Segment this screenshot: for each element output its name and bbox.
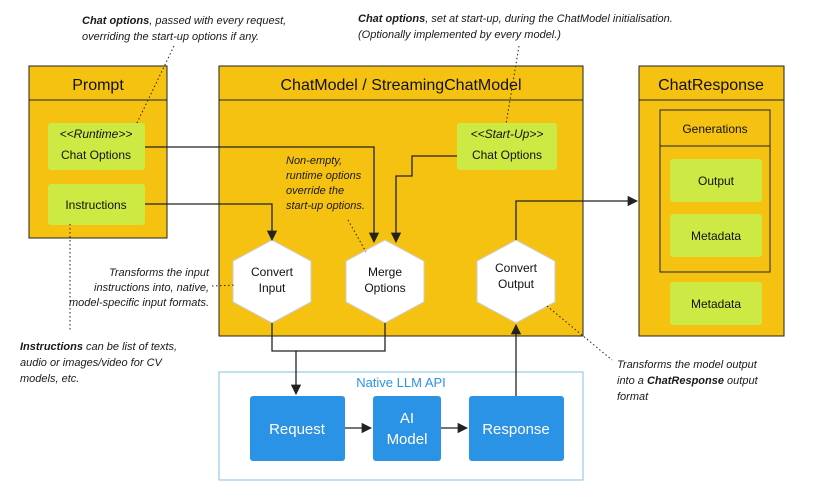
override-note: Non-empty, runtime options override the … <box>286 155 365 212</box>
instructions-annotation: Instructions can be list of texts, audio… <box>20 341 177 385</box>
prompt-title: Prompt <box>72 77 124 94</box>
chatresponse-panel: ChatResponse Generations Output Metadata… <box>638 65 785 337</box>
startup-leader <box>505 45 520 125</box>
connectors <box>145 146 639 434</box>
merge-options-line-1: Merge <box>368 265 402 279</box>
chatmodel-title: ChatModel / StreamingChatModel <box>280 77 521 94</box>
runtime-to-merge-arrow <box>145 146 380 244</box>
transform-output-line-3: format <box>617 391 649 403</box>
startup-annotation-bold: Chat options <box>358 13 425 25</box>
instructions-annotation-bold: Instructions <box>20 341 83 353</box>
ai-model-box <box>373 396 441 461</box>
convert-to-request-arrow <box>271 323 302 396</box>
prompt-chat-options: <<Runtime>> Chat Options <box>48 123 145 170</box>
generations-title: Generations <box>682 122 747 136</box>
convert-output-line-2: Output <box>498 277 535 291</box>
convert-input-line-1: Convert <box>251 265 294 279</box>
transform-output-post: output <box>724 375 759 387</box>
convert-output-line-1: Convert <box>495 261 538 275</box>
prompt-panel: Prompt <<Runtime>> Chat Options Instruct… <box>28 65 168 239</box>
runtime-annotation-rest: , passed with every request, <box>149 15 286 27</box>
annotation-leaders <box>69 45 613 361</box>
startup-to-merge-arrow <box>390 155 457 244</box>
runtime-annotation: Chat options, passed with every request,… <box>82 15 286 43</box>
transform-output-annotation: Transforms the model output into a ChatR… <box>617 359 759 403</box>
convert-output-to-response-arrow <box>515 195 639 240</box>
instructions-annotation-rest: can be list of texts, <box>83 341 177 353</box>
generation-metadata-box <box>670 214 762 257</box>
native-api-panel: Native LLM API Request AI Model Response <box>218 371 584 481</box>
transform-output-pre: into a <box>617 375 647 387</box>
merge-options-hex: Merge Options <box>345 239 425 324</box>
transform-input-line-2: instructions into, native, <box>94 282 209 294</box>
svg-text:Chat options, passed with ever: Chat options, passed with every request, <box>82 15 286 27</box>
instructions-annotation-line-2: audio or images/video for CV <box>20 357 164 369</box>
response-label: Response <box>482 421 550 438</box>
transform-output-line-1: Transforms the model output <box>617 359 758 371</box>
override-note-line-1: Non-empty, <box>286 155 342 167</box>
instructions-to-convert-arrow <box>145 203 278 242</box>
runtime-annotation-bold: Chat options <box>82 15 149 27</box>
convert-input-line-2: Input <box>259 281 286 295</box>
transform-output-bold: ChatResponse <box>647 375 724 387</box>
svg-text:into a ChatResponse output: into a ChatResponse output <box>617 375 759 387</box>
startup-annotation-line-2: (Optionally implemented by every model.) <box>358 29 561 41</box>
output-label: Output <box>698 174 735 188</box>
transform-input-line-1: Transforms the input <box>109 267 210 279</box>
runtime-annotation-line-2: overriding the start-up options if any. <box>82 31 259 43</box>
override-note-line-4: start-up options. <box>286 200 365 212</box>
runtime-leader <box>135 45 175 126</box>
startup-tag: <<Start-Up>> <box>471 127 544 141</box>
startup-annotation-rest: , set at start-up, during the ChatModel … <box>425 13 673 25</box>
override-note-line-2: runtime options <box>286 170 362 182</box>
request-label: Request <box>269 421 326 438</box>
instructions-annotation-line-3: models, etc. <box>20 373 79 385</box>
output-box <box>670 159 762 202</box>
request-box <box>250 396 345 461</box>
response-metadata-box <box>670 282 762 325</box>
generations-box: Generations Output Metadata <box>659 109 771 273</box>
merge-to-request-line <box>296 323 386 352</box>
ai-model-line-2: Model <box>387 431 428 448</box>
native-api-title: Native LLM API <box>356 375 446 390</box>
response-box <box>469 396 564 461</box>
merge-options-line-2: Options <box>364 281 405 295</box>
transform-input-leader <box>211 284 237 287</box>
transform-input-line-3: model-specific input formats. <box>69 297 209 309</box>
instructions-label: Instructions <box>65 198 126 212</box>
override-note-line-3: override the <box>286 185 344 197</box>
svg-text:Instructions can be list of te: Instructions can be list of texts, <box>20 341 177 353</box>
startup-annotation: Chat options, set at start-up, during th… <box>358 13 673 41</box>
prompt-chat-options-label: Chat Options <box>61 148 131 162</box>
ai-model-line-1: AI <box>400 410 414 427</box>
chatresponse-title: ChatResponse <box>658 77 764 94</box>
startup-chat-options: <<Start-Up>> Chat Options <box>457 123 557 170</box>
transform-input-annotation: Transforms the input instructions into, … <box>69 267 210 309</box>
runtime-tag: <<Runtime>> <box>60 127 133 141</box>
convert-output-hex: Convert Output <box>476 239 556 324</box>
startup-chat-options-label: Chat Options <box>472 148 542 162</box>
svg-text:Chat options, set at start-up,: Chat options, set at start-up, during th… <box>358 13 673 25</box>
generation-metadata-label: Metadata <box>691 229 741 243</box>
prompt-instructions: Instructions <box>48 184 145 225</box>
response-metadata-label: Metadata <box>691 297 741 311</box>
